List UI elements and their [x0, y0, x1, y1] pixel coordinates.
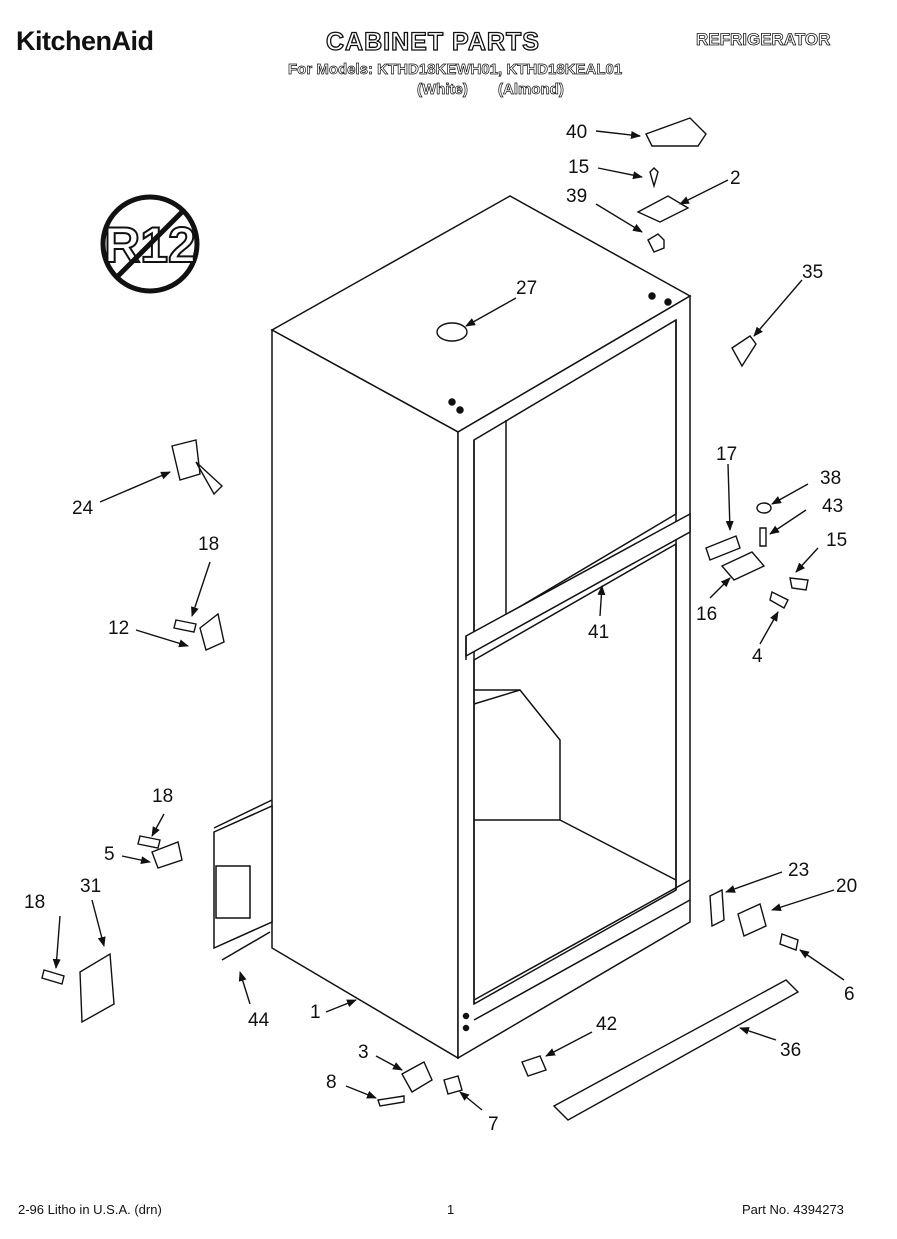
- callout-17: 17: [716, 444, 737, 465]
- callout-20: 20: [836, 876, 857, 897]
- page-title: CABINET PARTS: [325, 27, 540, 56]
- callout-6: 6: [844, 984, 855, 1005]
- center-hinge-part-16: [720, 551, 766, 581]
- callout-40: 40: [566, 122, 587, 143]
- callout-42: 42: [596, 1014, 617, 1035]
- clip-part-42: [521, 1055, 547, 1077]
- footer-litho: 2-96 Litho in U.S.A. (drn): [18, 1202, 162, 1217]
- top-hinge-part-2: [636, 195, 690, 223]
- screw-part-15-mid: [789, 577, 809, 591]
- callout-38: 38: [820, 468, 841, 489]
- color-almond-label: (Almond): [498, 81, 565, 99]
- grommet-part-24: [171, 439, 224, 496]
- callout-3: 3: [358, 1042, 369, 1063]
- callout-43: 43: [822, 496, 843, 517]
- refrigerator-cabinet: [213, 195, 692, 1060]
- model-numbers: For Models: KTHD18KEWH01, KTHD18KEAL01: [288, 61, 623, 79]
- bracket-part-12: [199, 612, 225, 651]
- callout-8: 8: [326, 1072, 337, 1093]
- toe-grille-part-36: [552, 979, 800, 1121]
- callout-4: 4: [752, 646, 763, 667]
- screw-part-6: [779, 933, 799, 951]
- callout-44: 44: [248, 1010, 270, 1031]
- shim-part-23: [709, 888, 725, 928]
- screw-part-18-a: [173, 619, 197, 633]
- callout-18-a: 18: [198, 534, 219, 555]
- product-category: REFRIGERATOR: [696, 30, 831, 50]
- callout-7: 7: [488, 1114, 499, 1135]
- screw-part-8: [377, 1095, 405, 1107]
- callout-18-b: 18: [152, 786, 173, 807]
- callout-27: 27: [516, 278, 537, 299]
- callout-15-top: 15: [568, 157, 589, 178]
- plug-part-27: [436, 322, 468, 342]
- callout-16: 16: [696, 604, 717, 625]
- r12-prohibited-badge: R12: [100, 194, 200, 294]
- shim-part-17: [705, 535, 741, 561]
- callout-31: 31: [80, 876, 101, 897]
- screw-part-18-b: [137, 835, 161, 849]
- spacer-part-39: [647, 233, 665, 253]
- callout-numbers: 40 15 2 39 35 27 17 38 43 15 16 4 41 24 …: [24, 122, 857, 1135]
- hinge-pin-cover-part-35: [731, 335, 757, 368]
- leveler-part-3: [401, 1061, 433, 1093]
- callout-41: 41: [588, 622, 609, 643]
- callout-39: 39: [566, 186, 587, 207]
- footer-part-number: Part No. 4394273: [742, 1202, 844, 1217]
- callout-23: 23: [788, 860, 809, 881]
- footer-page-number: 1: [447, 1202, 455, 1217]
- screw-part-4: [769, 590, 789, 609]
- callout-5: 5: [104, 844, 115, 865]
- bracket-part-5: [151, 841, 183, 869]
- callout-18-c: 18: [24, 892, 45, 913]
- hinge-cover-part-40: [645, 117, 707, 147]
- callout-2: 2: [730, 168, 741, 189]
- washer-part-38: [756, 502, 772, 514]
- screw-part-15-top: [649, 167, 659, 189]
- pin-part-43: [759, 527, 767, 547]
- callout-36: 36: [780, 1040, 801, 1061]
- callout-24: 24: [72, 498, 94, 519]
- cover-part-31: [79, 952, 115, 1024]
- screw-part-18-c: [41, 969, 65, 985]
- callout-12: 12: [108, 618, 129, 639]
- screw-part-7: [443, 1075, 463, 1095]
- callout-1: 1: [310, 1002, 321, 1023]
- brand-logo: KitchenAid: [16, 26, 154, 56]
- callout-35: 35: [802, 262, 823, 283]
- color-white-label: (White): [417, 81, 469, 99]
- callout-15-mid: 15: [826, 530, 847, 551]
- bottom-hinge-part-20: [737, 903, 767, 937]
